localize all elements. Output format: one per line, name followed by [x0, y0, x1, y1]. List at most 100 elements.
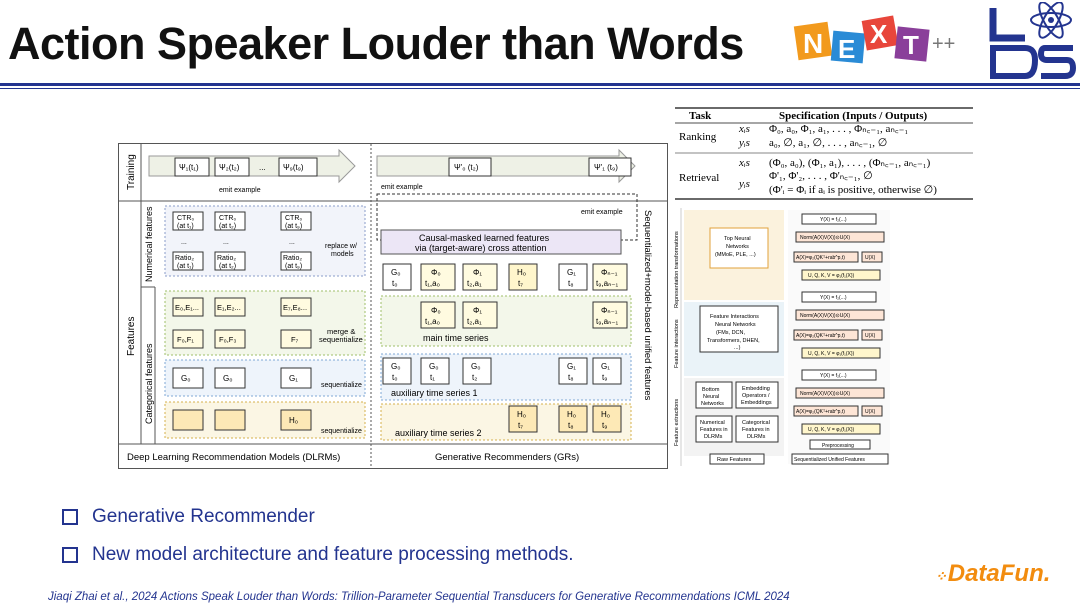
sequentialized-label: Sequentialized+model-based unified featu… — [642, 210, 653, 401]
svg-text:Task: Task — [689, 110, 712, 122]
svg-text:H₀: H₀ — [517, 268, 526, 277]
svg-text:U, Q, K, V = φ₁(f₁(X)): U, Q, K, V = φ₁(f₁(X)) — [808, 273, 855, 279]
svg-text:t₈: t₈ — [568, 373, 574, 382]
svg-text:(at t₁): (at t₁) — [177, 263, 194, 270]
svg-text:Specification (Inputs / Output: Specification (Inputs / Outputs) — [779, 110, 928, 122]
svg-text:F₇: F₇ — [291, 335, 299, 344]
svg-text:...: ... — [259, 163, 266, 172]
svg-text:G₁: G₁ — [567, 362, 576, 371]
svg-text:Norm(A(X)V(X))⊙U(X): Norm(A(X)V(X))⊙U(X) — [800, 391, 850, 397]
svg-text:G₀: G₀ — [429, 362, 439, 371]
svg-text:Neural Networks: Neural Networks — [715, 322, 756, 328]
svg-text:Φ₀, a₀, Φ₁, a₁, . . . , Φₙ꜀₋₁,: Φ₀, a₀, Φ₁, a₁, . . . , Φₙ꜀₋₁, aₙ꜀₋₁ — [769, 123, 908, 135]
svg-text:Feature extractions: Feature extractions — [674, 399, 680, 446]
svg-text:F₀,F₃: F₀,F₃ — [219, 335, 236, 344]
svg-text:++: ++ — [932, 33, 955, 55]
svg-text:U(X): U(X) — [865, 409, 876, 415]
svg-text:Retrieval: Retrieval — [679, 172, 719, 184]
svg-text:sequentialize: sequentialize — [319, 335, 363, 344]
svg-text:Ranking: Ranking — [679, 131, 717, 143]
svg-text:Ψ₉(t₉): Ψ₉(t₉) — [283, 163, 304, 172]
svg-text:F₀,F₁: F₀,F₁ — [177, 335, 194, 344]
architecture-diagram: Representation transformations Feature i… — [670, 208, 890, 466]
svg-text:Bottom: Bottom — [702, 387, 720, 393]
feature-diagram: Training Features Numerical features Cat… — [118, 143, 668, 469]
svg-text:DLRMs: DLRMs — [704, 434, 723, 440]
svg-text:Y(X) = f₂(...): Y(X) = f₂(...) — [820, 373, 847, 379]
svg-text:Top Neural: Top Neural — [724, 236, 751, 242]
svg-text:xᵢs: xᵢs — [738, 123, 750, 135]
svg-text:H₀: H₀ — [517, 410, 526, 419]
svg-text:CTR₀: CTR₀ — [285, 215, 302, 222]
svg-text:Ψ'₁ (t₉): Ψ'₁ (t₉) — [594, 163, 618, 172]
svg-text:E₇,E₈...: E₇,E₈... — [283, 303, 307, 312]
svg-text:U(X): U(X) — [865, 333, 876, 339]
svg-text:Y(X) = f₂(...): Y(X) = f₂(...) — [820, 217, 847, 223]
svg-text:(FMs, DCN,: (FMs, DCN, — [716, 330, 745, 336]
svg-text:E₀,E₁...: E₀,E₁... — [175, 303, 199, 312]
svg-text:emit example: emit example — [219, 187, 261, 194]
svg-text:(at t₉): (at t₉) — [285, 263, 302, 270]
svg-text:Sequentialized Unified Feature: Sequentialized Unified Features — [794, 457, 865, 463]
svg-text:G₀: G₀ — [471, 362, 481, 371]
svg-text:a₀, ∅, a₁, ∅, . . . , aₙ꜀₋₁, ∅: a₀, ∅, a₁, ∅, . . . , aₙ꜀₋₁, ∅ — [769, 137, 887, 149]
svg-text:t₇: t₇ — [518, 421, 523, 430]
svg-text:(Φ₀, a₀), (Φ₁, a₁), . . . , (Φ: (Φ₀, a₀), (Φ₁, a₁), . . . , (Φₙ꜀₋₁, aₙ꜀₋… — [769, 157, 931, 169]
svg-text:X: X — [870, 19, 888, 49]
psi-prime-0 — [448, 157, 492, 177]
svg-text:Norm(A(X)V(X))⊙U(X): Norm(A(X)V(X))⊙U(X) — [800, 235, 850, 241]
svg-text:Networks: Networks — [726, 244, 749, 250]
training-label: Training — [126, 154, 137, 190]
svg-text:Φₙ₋₁: Φₙ₋₁ — [601, 268, 618, 277]
features-label: Features — [126, 317, 137, 356]
bullet-item: New model architecture and feature proce… — [62, 544, 574, 566]
svg-text:yᵢs: yᵢs — [738, 137, 750, 149]
svg-text:Operators /: Operators / — [742, 393, 770, 399]
svg-text:Representation transformations: Representation transformations — [674, 231, 680, 308]
svg-text:...: ... — [181, 239, 187, 246]
svg-text:(at t₁): (at t₁) — [177, 223, 194, 230]
svg-text:U(X): U(X) — [865, 255, 876, 261]
svg-text:t₂,a₁: t₂,a₁ — [467, 279, 482, 288]
svg-text:Ψ₁(t₁): Ψ₁(t₁) — [179, 163, 199, 172]
psi-prime-1 — [588, 157, 632, 177]
svg-text:t₀: t₀ — [392, 373, 398, 382]
svg-text:auxiliary time series 1: auxiliary time series 1 — [391, 388, 478, 398]
svg-text:A(X)=φ₂(QKᵀ+rab^p,t): A(X)=φ₂(QKᵀ+rab^p,t) — [796, 409, 845, 415]
svg-text:t₁,a₀: t₁,a₀ — [425, 317, 440, 326]
svg-text:t₉,aₙ₋₁: t₉,aₙ₋₁ — [596, 317, 618, 326]
svg-text:...: ... — [289, 239, 295, 246]
svg-text:merge &: merge & — [327, 327, 355, 336]
svg-text:Numerical: Numerical — [700, 420, 725, 426]
svg-text:Feature Interactions: Feature Interactions — [710, 314, 759, 320]
task-spec-table: Task Specification (Inputs / Outputs) Ra… — [675, 107, 973, 203]
next-logo: N E X T ++ — [792, 14, 982, 70]
svg-text:G₁: G₁ — [601, 362, 610, 371]
svg-text:CTR₀: CTR₀ — [177, 215, 194, 222]
svg-text:E: E — [838, 34, 855, 64]
title-rule-thin — [0, 88, 1080, 89]
svg-text:G₁: G₁ — [567, 268, 576, 277]
svg-text:Categorical: Categorical — [742, 420, 770, 426]
svg-text:t₁,a₀: t₁,a₀ — [425, 279, 440, 288]
svg-text:DLRMs: DLRMs — [747, 434, 766, 440]
svg-text:(Φ'ᵢ = Φᵢ if aᵢ is positive, o: (Φ'ᵢ = Φᵢ if aᵢ is positive, otherwise ∅… — [769, 184, 937, 196]
gr-label: Generative Recommenders (GRs) — [435, 452, 579, 463]
svg-text:G₀: G₀ — [391, 362, 401, 371]
svg-text:(at t₂): (at t₂) — [219, 263, 236, 270]
svg-text:Φ₁: Φ₁ — [473, 306, 482, 315]
svg-text:Ratio₂: Ratio₂ — [217, 255, 236, 262]
svg-text:U, Q, K, V = φ₁(f₁(X)): U, Q, K, V = φ₁(f₁(X)) — [808, 427, 855, 433]
svg-text:(MMoE, PLE, ...): (MMoE, PLE, ...) — [715, 252, 756, 258]
dlrm-label: Deep Learning Recommendation Models (DLR… — [127, 452, 340, 463]
svg-text:Φ₀: Φ₀ — [431, 306, 441, 315]
brand-text: DataFun. — [947, 560, 1051, 587]
svg-text:G₀: G₀ — [181, 374, 191, 383]
svg-text:Ψ₂(t₂): Ψ₂(t₂) — [219, 163, 240, 172]
svg-text:t₈: t₈ — [568, 421, 574, 430]
svg-text:sequentialize: sequentialize — [321, 382, 362, 389]
checkbox-bullet-icon — [62, 547, 78, 563]
bullet-list: Generative Recommender New model archite… — [62, 506, 574, 582]
svg-text:(at t₂): (at t₂) — [219, 223, 236, 230]
svg-text:E₁,E₂...: E₁,E₂... — [217, 303, 241, 312]
